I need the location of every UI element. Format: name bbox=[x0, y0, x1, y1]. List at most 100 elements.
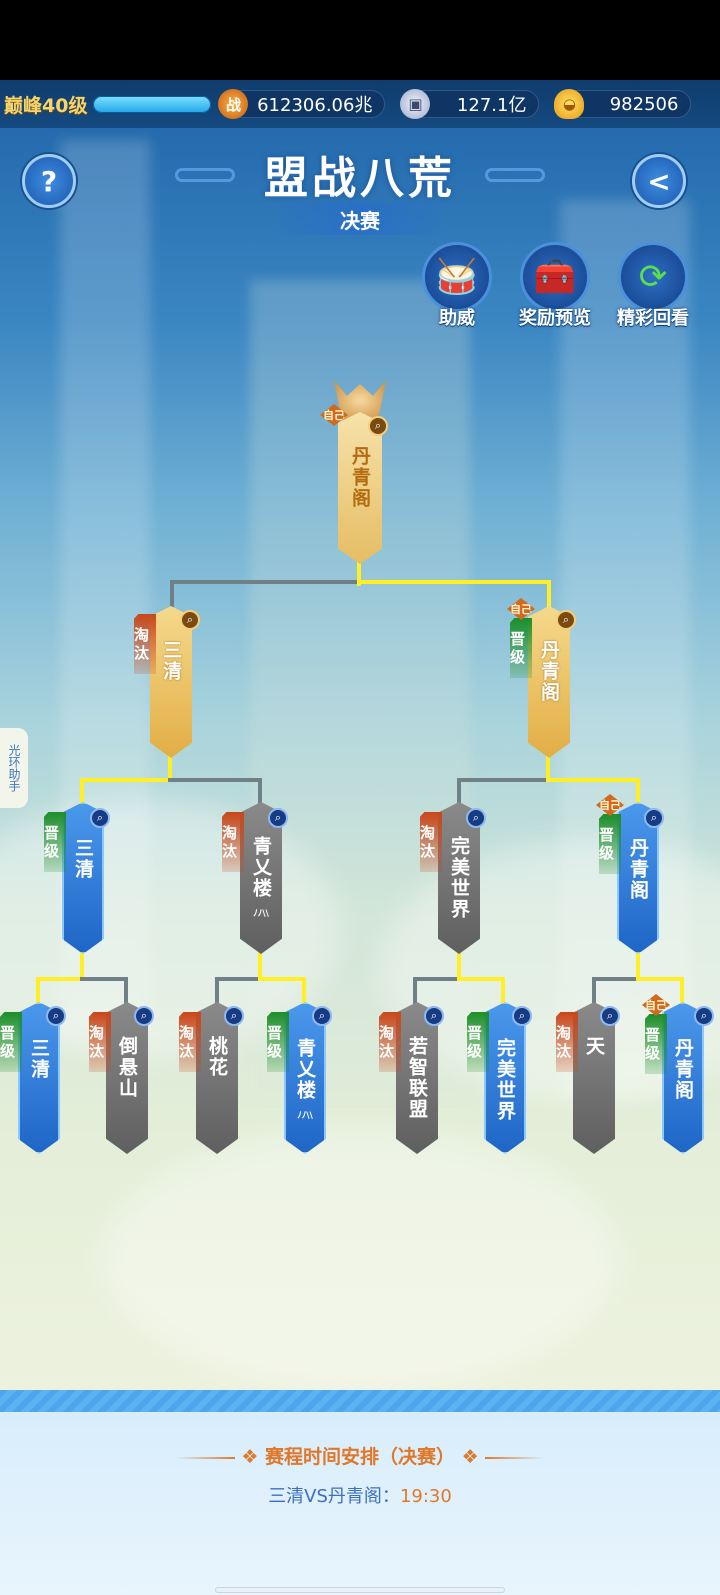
magnifier-icon[interactable]: ⌕ bbox=[368, 416, 388, 436]
level-progress-bar bbox=[93, 95, 212, 113]
team-name: 三清 bbox=[160, 640, 182, 682]
gold-ingot-icon: ◒ bbox=[554, 89, 585, 119]
reward-preview-label: 奖励预览 bbox=[519, 308, 591, 329]
champion-banner: 丹青阁 bbox=[338, 412, 382, 564]
promoted-tag: 晋级 bbox=[467, 1012, 489, 1072]
team-banner: 桃花 bbox=[196, 1002, 238, 1154]
team-name: 青乂楼 bbox=[294, 1038, 316, 1101]
magnifier-icon[interactable]: ⌕ bbox=[90, 808, 110, 828]
treasure-chest-icon: 🧰 bbox=[520, 242, 590, 312]
eliminated-tag: 淘汰 bbox=[420, 812, 442, 872]
team-banner: 三清 bbox=[18, 1002, 60, 1154]
promoted-tag: 晋级 bbox=[599, 814, 621, 874]
question-icon: ? bbox=[40, 164, 58, 198]
diamond-icon: ❖ bbox=[241, 1446, 259, 1468]
magnifier-icon[interactable]: ⌕ bbox=[268, 808, 288, 828]
title-right-ornament bbox=[485, 168, 545, 182]
reward-preview-button[interactable]: 🧰 奖励预览 bbox=[516, 242, 594, 330]
coin-value: 127.1亿 bbox=[456, 95, 527, 116]
stage-subtitle-text: 决赛 bbox=[340, 208, 380, 233]
team-name: 完美世界 bbox=[448, 836, 470, 920]
copper-coin-icon: ▣ bbox=[400, 89, 431, 119]
team-name-suffix: ﾉﾉ\\ bbox=[253, 909, 269, 919]
team-banner: 丹青阁 bbox=[662, 1002, 704, 1154]
cheer-button[interactable]: 🥁 助威 bbox=[418, 242, 496, 330]
schedule-panel: ❖ 赛程时间安排（决赛） ❖ 三清VS丹青阁：19:30 bbox=[0, 1390, 720, 1595]
team-name: 天 bbox=[583, 1036, 605, 1057]
promoted-tag: 晋级 bbox=[0, 1012, 22, 1072]
eliminated-tag: 淘汰 bbox=[179, 1012, 201, 1072]
eliminated-tag: 淘汰 bbox=[89, 1012, 111, 1072]
self-badge: 自己 bbox=[596, 794, 624, 816]
match-teams: 三清VS丹青阁： bbox=[268, 1486, 400, 1507]
power-icon: 战 bbox=[218, 89, 249, 119]
self-badge: 自己 bbox=[507, 598, 535, 620]
magnifier-icon[interactable]: ⌕ bbox=[644, 808, 664, 828]
team-banner: 丹青阁 bbox=[528, 606, 570, 758]
panel-top-stripe bbox=[0, 1390, 720, 1412]
power-value: 612306.06兆 bbox=[257, 95, 373, 116]
self-badge: 自己 bbox=[642, 994, 670, 1016]
home-indicator[interactable] bbox=[215, 1587, 505, 1593]
schedule-title: 赛程时间安排（决赛） bbox=[264, 1446, 455, 1468]
page-title: 盟战八荒 bbox=[264, 153, 456, 204]
aura-helper-label: 光环助手 bbox=[7, 744, 21, 792]
team-banner: 三清 bbox=[150, 606, 192, 758]
status-bar: 巅峰40级 战 612306.06兆 ▣ 127.1亿 ◒ 982506 bbox=[0, 80, 720, 128]
champion-name: 丹青阁 bbox=[349, 446, 371, 509]
replay-label: 精彩回看 bbox=[617, 308, 689, 329]
team-banner: 完美世界 bbox=[484, 1002, 526, 1154]
replay-icon: ⟳ bbox=[618, 242, 688, 312]
team-name: 完美世界 bbox=[494, 1038, 516, 1122]
eliminated-tag: 淘汰 bbox=[222, 812, 244, 872]
promoted-tag: 晋级 bbox=[267, 1012, 289, 1072]
magnifier-icon[interactable]: ⌕ bbox=[424, 1006, 444, 1026]
eliminated-tag: 淘汰 bbox=[134, 614, 156, 674]
top-black-bar bbox=[0, 0, 720, 80]
magnifier-icon[interactable]: ⌕ bbox=[312, 1006, 332, 1026]
team-name: 若智联盟 bbox=[406, 1036, 428, 1120]
aura-helper-tab[interactable]: 光环助手 bbox=[0, 728, 28, 808]
replay-button[interactable]: ⟳ 精彩回看 bbox=[614, 242, 692, 330]
self-badge: 自己 bbox=[320, 404, 348, 426]
heading-ornament-left bbox=[175, 1456, 236, 1459]
magnifier-icon[interactable]: ⌕ bbox=[180, 610, 200, 630]
stage-subtitle: 决赛 bbox=[270, 203, 450, 235]
team-name: 三清 bbox=[28, 1038, 50, 1080]
title-left-ornament bbox=[175, 168, 235, 182]
magnifier-icon[interactable]: ⌕ bbox=[694, 1006, 714, 1026]
magnifier-icon[interactable]: ⌕ bbox=[600, 1006, 620, 1026]
magnifier-icon[interactable]: ⌕ bbox=[134, 1006, 154, 1026]
promoted-tag: 晋级 bbox=[645, 1014, 667, 1074]
diamond-icon: ❖ bbox=[461, 1446, 479, 1468]
schedule-match: 三清VS丹青阁：19:30 bbox=[0, 1482, 720, 1508]
coin-display: ▣ 127.1亿 bbox=[400, 89, 540, 119]
eliminated-tag: 淘汰 bbox=[556, 1012, 578, 1072]
background-scene bbox=[0, 80, 720, 1415]
schedule-heading: ❖ 赛程时间安排（决赛） ❖ bbox=[0, 1442, 720, 1469]
team-name: 倒悬山 bbox=[116, 1036, 138, 1099]
back-button[interactable]: < bbox=[632, 154, 686, 208]
back-arrow-icon: < bbox=[647, 164, 671, 198]
power-display: 战 612306.06兆 bbox=[218, 89, 386, 119]
match-time: 19:30 bbox=[399, 1486, 452, 1507]
promoted-tag: 晋级 bbox=[44, 812, 66, 872]
help-button[interactable]: ? bbox=[22, 154, 76, 208]
level-label: 巅峰40级 bbox=[4, 94, 88, 117]
promoted-tag: 晋级 bbox=[510, 618, 532, 678]
eliminated-tag: 淘汰 bbox=[379, 1012, 401, 1072]
team-banner: 天 bbox=[573, 1002, 615, 1154]
cheer-label: 助威 bbox=[439, 308, 475, 329]
team-banner: 若智联盟 bbox=[396, 1002, 438, 1154]
team-name: 桃花 bbox=[206, 1036, 228, 1078]
magnifier-icon[interactable]: ⌕ bbox=[466, 808, 486, 828]
magnifier-icon[interactable]: ⌕ bbox=[512, 1006, 532, 1026]
drum-icon: 🥁 bbox=[422, 242, 492, 312]
team-name: 三清 bbox=[72, 838, 94, 880]
magnifier-icon[interactable]: ⌕ bbox=[556, 610, 576, 630]
team-name: 丹青阁 bbox=[627, 838, 649, 901]
ingot-display: ◒ 982506 bbox=[554, 89, 692, 119]
magnifier-icon[interactable]: ⌕ bbox=[46, 1006, 66, 1026]
team-banner: 青乂楼 ﾉﾉ\\ bbox=[284, 1002, 326, 1154]
magnifier-icon[interactable]: ⌕ bbox=[224, 1006, 244, 1026]
